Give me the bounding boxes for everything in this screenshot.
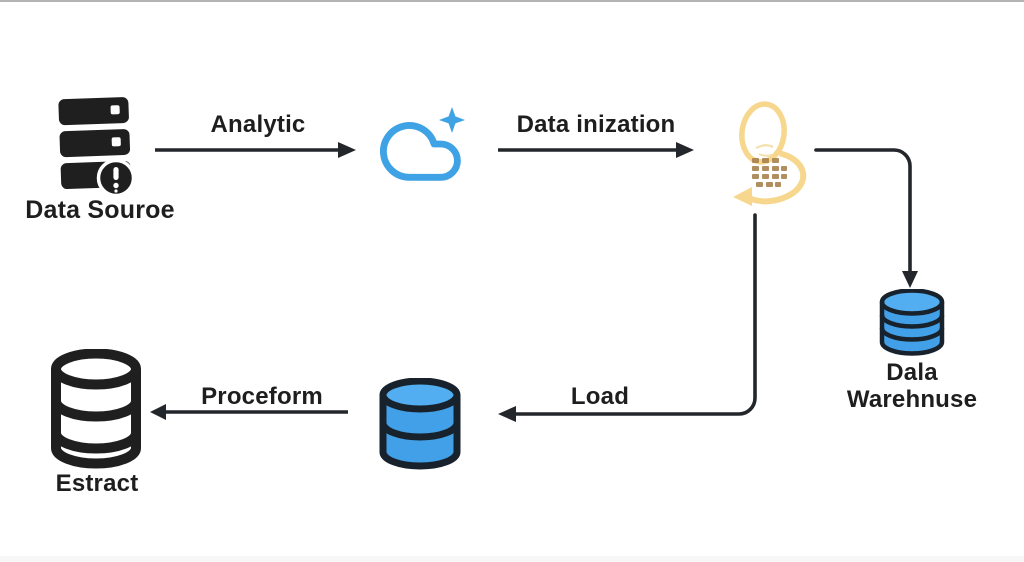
database-cylinder-outline-icon [51,349,141,469]
cloud-sparkle-icon [379,107,465,181]
arrow-elbow-down-icon [814,148,918,288]
sparkle-icon [439,107,465,133]
data-warehouse-label-line1: Dala [886,359,938,386]
data-inization-edge-label: Data inization [516,111,676,138]
load-edge-label: Load [570,383,630,410]
data-source-label: Data Souroe [25,196,175,224]
database-stack-alert-icon [58,97,136,198]
loop-arrow-grid-icon [733,101,807,206]
alert-badge-icon [96,158,136,198]
proceform-edge-label: Proceform [201,383,323,410]
data-warehouse-label-line2: Warehnuse [846,386,978,413]
data-warehouse-label: Dala Warehnuse [822,359,1002,413]
arrow-left-icon [150,404,348,420]
arrow-elbow-left-icon [498,213,757,422]
analytic-edge-label: Analytic [210,111,306,138]
top-edge-artifact [0,0,1024,2]
database-cylinder-blue-icon [879,289,945,356]
arrow-right-icon [155,142,356,158]
bottom-edge-artifact [0,556,1024,562]
data-grid-glyph [752,158,787,187]
arrow-right-icon [498,142,694,158]
database-cylinder-blue-icon [379,378,461,470]
extract-label: Estract [55,470,139,497]
